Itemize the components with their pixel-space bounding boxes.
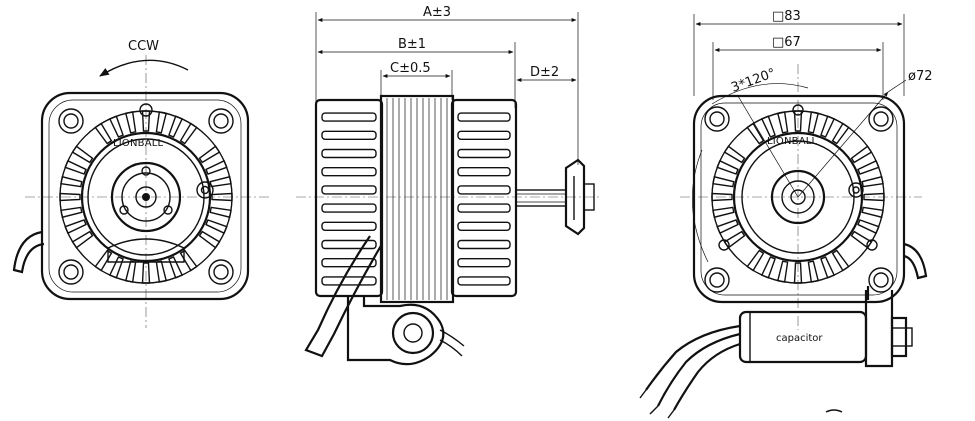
fin [124,260,137,283]
fin [457,148,511,159]
dim-c-label: C±0.5 [390,61,431,76]
fin [760,256,776,279]
side-view: A±3 B±1 C±0.5 D±2 [296,5,600,366]
fin [807,260,820,283]
fin [712,206,735,219]
fin [457,185,511,195]
front-view: CCW LIONBALL [12,39,270,328]
fin [124,111,137,134]
fin [209,175,232,188]
dim-diameter-label: ø72 [908,69,933,84]
fin [155,111,168,134]
fin [861,175,884,188]
fin [716,219,739,235]
fin [321,166,377,177]
fin [155,260,168,283]
fin [457,276,511,286]
capacitor-body [738,310,868,364]
fin [168,115,184,138]
side-cable [304,235,383,358]
rotation-label: CCW [128,39,159,54]
rear-flange [692,94,906,304]
fin [861,206,884,219]
rear-mount-holes [704,104,894,293]
fin [457,258,511,268]
fin [321,148,377,159]
dim-angle-label: 3*120° [729,66,777,96]
fin [776,111,789,134]
front-brand-label: LIONBALL [113,138,164,149]
fin [857,159,880,175]
front-cable [12,230,45,274]
fin [108,256,124,279]
fin [321,239,377,250]
fin [321,221,377,232]
fin [60,175,83,188]
fin [457,166,511,177]
fin [457,239,511,250]
dim-b-label: B±1 [398,37,426,52]
capacitor-label: capacitor [776,333,823,344]
fin [64,159,87,175]
fin [64,219,87,235]
fin [820,115,836,138]
fin [205,219,228,235]
front-mount-holes [58,103,234,285]
fin [457,130,511,141]
fin [820,256,836,279]
rear-brand-label: LIONBALL [767,136,818,147]
dim-square-outer-label: □83 [772,9,801,24]
fin [205,159,228,175]
fin [457,203,511,213]
side-shaft [515,189,567,207]
side-fan-hub [564,158,586,236]
dim-d-label: D±2 [530,65,559,80]
dim-a-label: A±3 [423,5,451,20]
fin [457,112,511,122]
fin [321,130,377,141]
dim-square-inner-label: □67 [772,35,801,50]
front-cooling-fins [59,110,233,284]
side-rear-fins [321,112,377,286]
fin [457,221,511,232]
fin [321,112,377,122]
fin [321,276,377,286]
fin [712,175,735,188]
fin [321,203,377,213]
fin [321,258,377,268]
rear-view: □83 □67 3*120° ø72 [639,9,933,419]
fin [209,206,232,219]
rotation-arrow [99,59,189,77]
fin [321,185,377,195]
fin [60,206,83,219]
fin [716,159,739,175]
fin [807,111,820,134]
capacitor-wires [639,324,741,419]
fin [760,115,776,138]
side-front-fins [457,112,511,286]
fin [776,260,789,283]
fin [857,219,880,235]
fin [168,256,184,279]
front-flange [40,91,250,301]
fin [108,115,124,138]
side-mount-bracket [346,296,445,366]
